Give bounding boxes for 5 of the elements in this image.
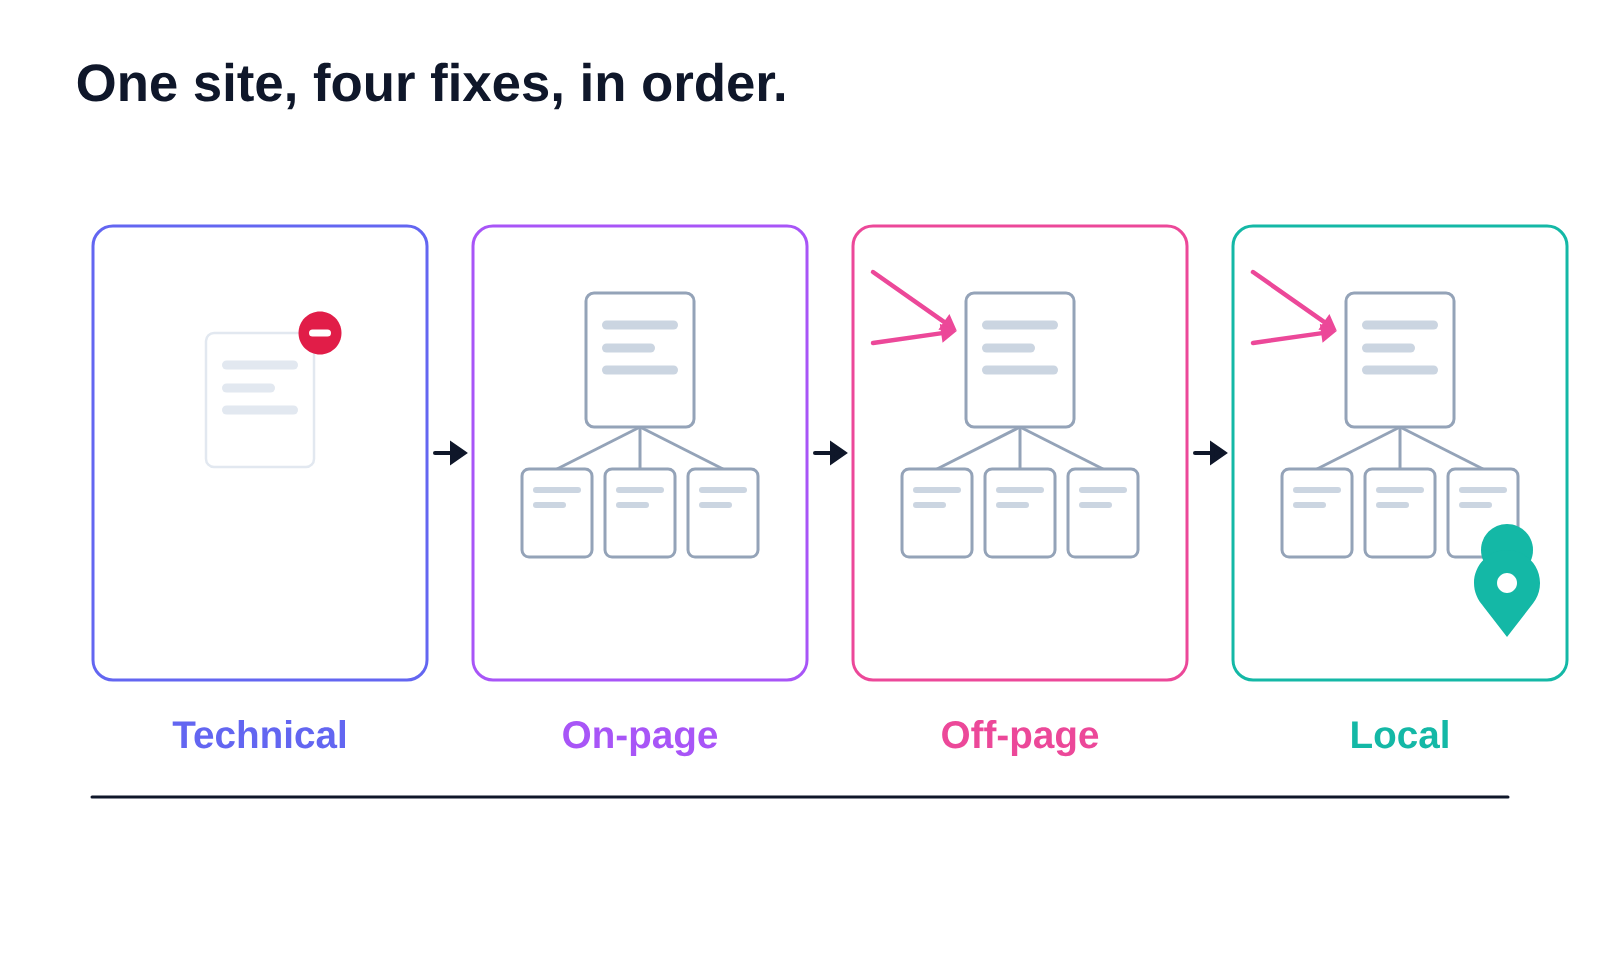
stage-label: Local (1352, 720, 1448, 749)
stage-label: Off-page (942, 720, 1099, 757)
stage-label: On-page (563, 721, 718, 757)
title: One site, four fixes, in order. (77, 62, 784, 110)
stage-label: Technical (172, 720, 345, 749)
